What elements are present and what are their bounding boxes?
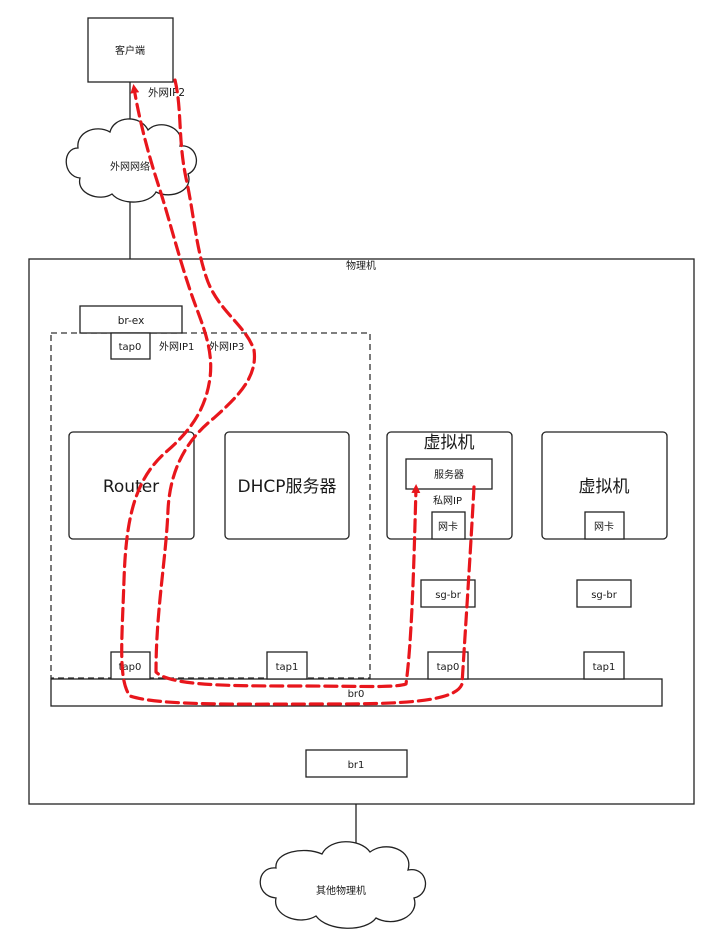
dhcp-node: DHCP服务器 [224, 431, 350, 540]
other-hosts-label: 其他物理机 [316, 884, 366, 897]
br-ex-label: br-ex [118, 315, 145, 327]
router-label: Router [103, 477, 159, 497]
vm2-sgbr-label: sg-br [591, 590, 618, 601]
router-tap0-top-label: tap0 [119, 342, 142, 353]
br1-label: br1 [348, 760, 365, 771]
network-node-region [50, 332, 371, 679]
internet-label: 外网网络 [110, 160, 150, 173]
vm2-tap1: tap1 [583, 651, 625, 680]
vm2-sgbr-box [576, 579, 632, 608]
vm1-server-box [405, 458, 493, 490]
vm2-node: 虚拟机 网卡 [541, 431, 668, 540]
flow-path-outbound [154, 78, 421, 689]
br1-box [305, 749, 408, 778]
br0-label: br0 [348, 689, 365, 700]
dhcp-box [224, 431, 350, 540]
traffic-flow [120, 78, 476, 706]
br-ex-node: br-ex [79, 305, 183, 334]
dhcp-tap1-box [266, 651, 308, 680]
other-hosts-cloud-shape [259, 841, 427, 929]
physical-host-label: 物理机 [346, 259, 376, 272]
ext-ip2-label: 外网IP2 [148, 87, 185, 99]
vm1-tap0-label: tap0 [437, 662, 460, 673]
router-tap0-bottom-label: tap0 [119, 662, 142, 673]
client-label: 客户端 [115, 44, 145, 57]
router-tap0-top-box [110, 332, 151, 360]
router-box [68, 431, 195, 540]
dhcp-tap1-label: tap1 [276, 662, 299, 673]
vm2-nic-box [584, 511, 625, 540]
client-node: 客户端 [87, 17, 174, 83]
other-hosts-cloud: 其他物理机 [259, 841, 427, 929]
vm1-server-label: 服务器 [434, 468, 464, 481]
dhcp-label: DHCP服务器 [238, 477, 337, 497]
vm2-tap1-box [583, 651, 625, 680]
vm2-sgbr-node: sg-br [576, 579, 632, 608]
vm2-tap1-label: tap1 [593, 662, 616, 673]
vm1-node: 虚拟机 服务器 私网IP 网卡 [386, 431, 513, 540]
br1-node: br1 [305, 749, 408, 778]
br-ex-box [79, 305, 183, 334]
vm2-label: 虚拟机 [579, 477, 630, 497]
private-ip-label: 私网IP [433, 495, 462, 507]
vm1-label: 虚拟机 [424, 433, 475, 453]
internet-cloud: 外网网络 [65, 118, 198, 203]
router-node: Router [68, 431, 195, 540]
vm1-nic-label: 网卡 [438, 520, 458, 533]
br0-node: br0 [50, 678, 663, 707]
internet-cloud-shape [65, 118, 198, 203]
flow-path-return [120, 84, 476, 706]
router-tap0-top: tap0 [110, 332, 151, 360]
vm2-nic-label: 网卡 [594, 520, 614, 533]
vm1-sgbr-label: sg-br [435, 590, 462, 601]
ext-ip1-label: 外网IP1 [159, 341, 194, 353]
vm1-nic-box [431, 511, 466, 540]
client-box [87, 17, 174, 83]
router-tap0-bottom-box [110, 651, 151, 680]
dhcp-tap1: tap1 [266, 651, 308, 680]
ext-ip3-label: 外网IP3 [209, 341, 244, 353]
router-tap0-bottom: tap0 [110, 651, 151, 680]
